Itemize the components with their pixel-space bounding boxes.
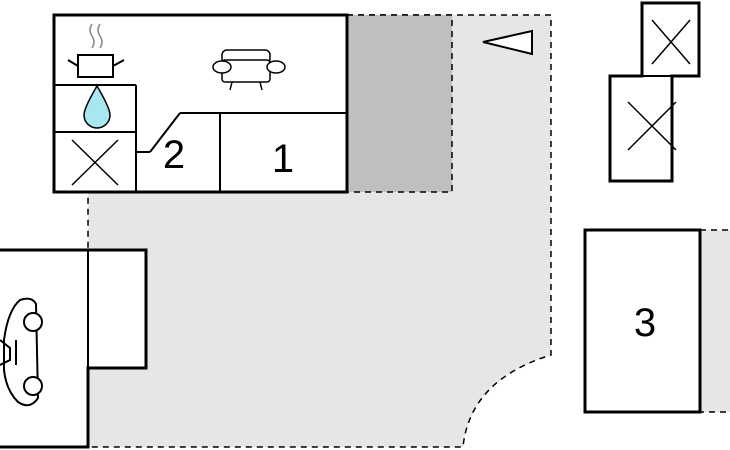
water-drop-icon [83, 84, 111, 129]
right-terrace [699, 229, 730, 413]
room-label-2: 2 [163, 133, 185, 177]
room-label-1: 1 [272, 137, 294, 181]
sofa-icon [212, 49, 286, 91]
cross-box-icon [627, 19, 691, 151]
car-icon [0, 297, 43, 407]
cooking-pot-icon [67, 23, 125, 78]
covered-area [346, 14, 453, 193]
cross-box-icon [71, 139, 119, 186]
door-line [149, 112, 181, 153]
side-building [608, 1, 701, 183]
room-label-3: 3 [634, 301, 656, 345]
direction-arrow-icon [482, 29, 533, 56]
room-3-building [583, 228, 702, 414]
